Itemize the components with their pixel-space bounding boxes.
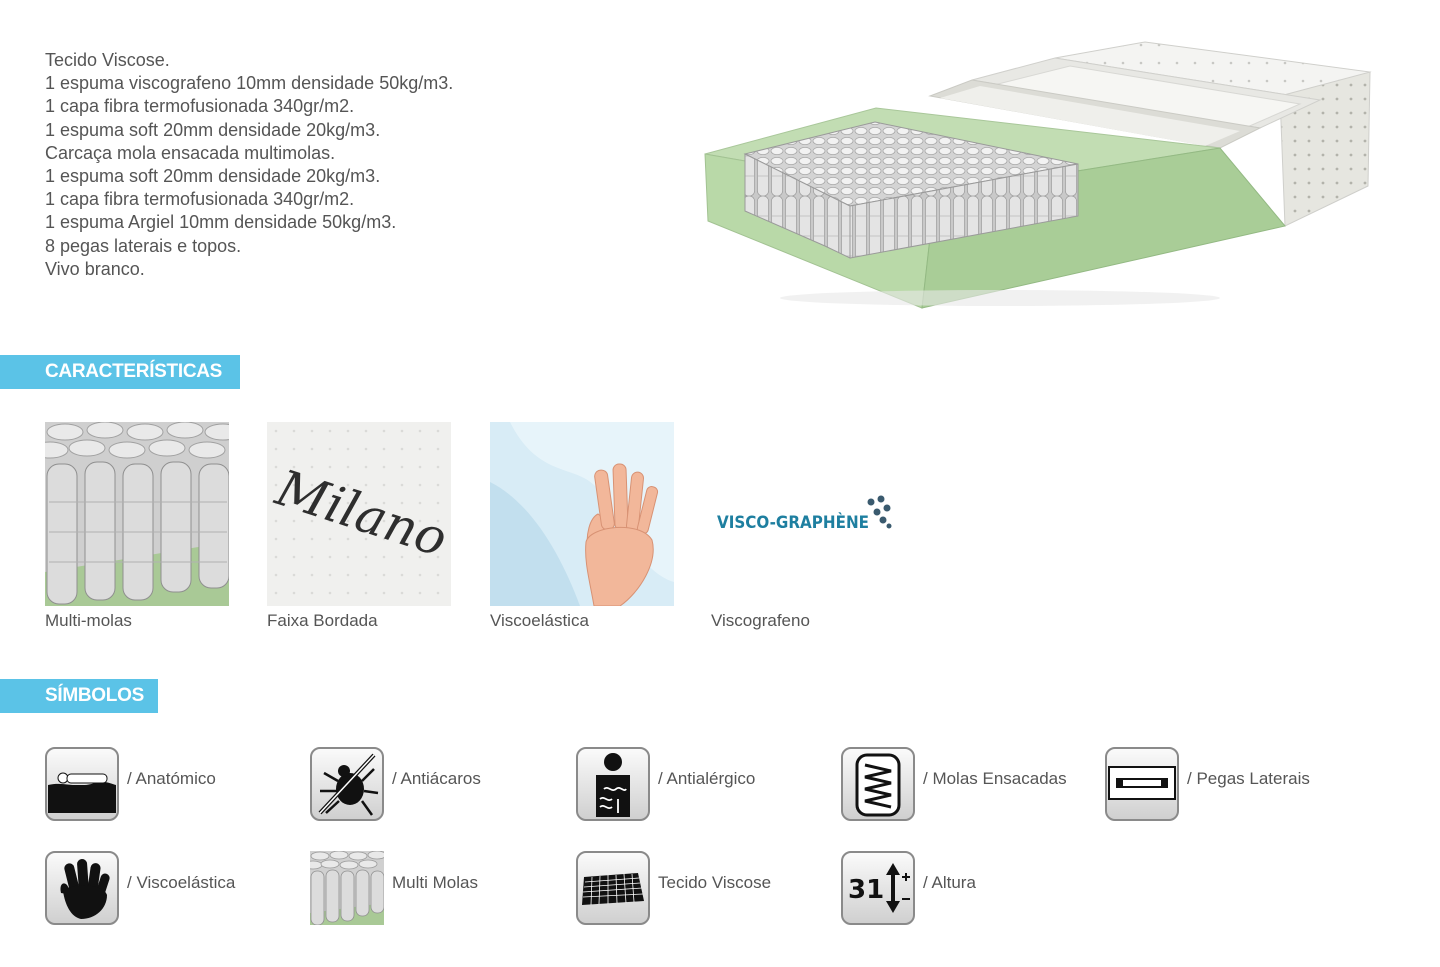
symbol-antiacaros: / Antiácaros xyxy=(310,747,560,821)
symbol-anatomico: / Anatómico xyxy=(45,747,295,821)
symbol-label: / Antialérgico xyxy=(658,769,756,788)
visco-graphene-logo: VISCO-GRAPHÈNE xyxy=(717,495,892,533)
simbolos-header: SÍMBOLOS xyxy=(0,679,158,713)
spec-line: 1 espuma soft 20mm densidade 20kg/m3. xyxy=(45,119,381,140)
symbol-pegas-laterais: / Pegas Laterais xyxy=(1105,747,1355,821)
feature-caption: Viscografeno xyxy=(711,611,810,630)
symbol-label: Tecido Viscose xyxy=(658,873,772,892)
symbol-label: Multi Molas xyxy=(392,873,478,892)
feature-faixa-bordada: Milano Faixa Bordada xyxy=(267,422,451,630)
caracteristicas-header: CARACTERÍSTICAS xyxy=(0,355,240,389)
spec-line: Vivo branco. xyxy=(45,258,145,279)
hand-foam-image xyxy=(490,422,674,606)
feature-caption: Multi-molas xyxy=(45,611,132,630)
viscoelastic-hand-icon xyxy=(45,851,119,925)
spec-line: Carcaça mola ensacada multimolas. xyxy=(45,142,336,163)
anti-allergic-icon xyxy=(576,747,650,821)
caracteristicas-title: CARACTERÍSTICAS xyxy=(45,361,223,382)
symbol-molas-ensacadas: / Molas Ensacadas xyxy=(841,747,1091,821)
symbol-altura: 31 / Altura xyxy=(841,851,1091,925)
spec-line: 1 espuma Argiel 10mm densidade 50kg/m3. xyxy=(45,212,397,233)
pocket-springs-icon xyxy=(841,747,915,821)
symbol-label: / Pegas Laterais xyxy=(1187,769,1310,788)
springs-image xyxy=(45,422,229,606)
feature-caption: Viscoelástica xyxy=(490,611,589,630)
symbol-tecido-viscose: Tecido Viscose xyxy=(576,851,826,925)
symbol-label: / Antiácaros xyxy=(392,769,481,788)
spec-line: Tecido Viscose. xyxy=(45,50,170,70)
embroidered-band-image: Milano xyxy=(267,422,451,606)
spec-line: 8 pegas laterais e topos. xyxy=(45,235,242,256)
feature-viscoelastica: Viscoelástica xyxy=(490,422,674,630)
spec-line: 1 espuma soft 20mm densidade 20kg/m3. xyxy=(45,166,381,187)
anti-mite-icon xyxy=(310,747,384,821)
feature-caption: Faixa Bordada xyxy=(267,611,378,630)
feature-viscografeno: VISCO-GRAPHÈNE Viscografeno xyxy=(711,422,895,630)
symbol-label: / Altura xyxy=(923,873,976,892)
symbol-label: / Viscoelástica xyxy=(127,873,236,892)
spec-line: 1 capa fibra termofusionada 340gr/m2. xyxy=(45,189,355,210)
specification-list: Tecido Viscose. 1 espuma viscografeno 10… xyxy=(45,49,453,281)
logo-text: VISCO-GRAPHÈNE xyxy=(717,511,869,533)
side-handles-icon xyxy=(1105,747,1179,821)
height-value: 31 xyxy=(848,875,884,905)
mattress-illustration xyxy=(704,41,1372,309)
viscose-fabric-icon xyxy=(576,851,650,925)
symbol-label: / Molas Ensacadas xyxy=(923,769,1067,788)
symbol-viscoelastica: / Viscoelástica xyxy=(45,851,295,925)
symbol-multi-molas: Multi Molas xyxy=(310,851,560,925)
anatomic-icon xyxy=(45,747,119,821)
symbol-label: / Anatómico xyxy=(127,769,216,788)
height-icon: 31 xyxy=(841,851,915,925)
simbolos-title: SÍMBOLOS xyxy=(45,685,144,706)
spec-line: 1 capa fibra termofusionada 340gr/m2. xyxy=(45,96,355,117)
feature-multi-molas: Multi-molas xyxy=(45,422,229,630)
spec-line: 1 espuma viscografeno 10mm densidade 50k… xyxy=(45,73,454,94)
multi-springs-icon xyxy=(310,851,384,925)
symbol-antialergico: / Antialérgico xyxy=(576,747,826,821)
